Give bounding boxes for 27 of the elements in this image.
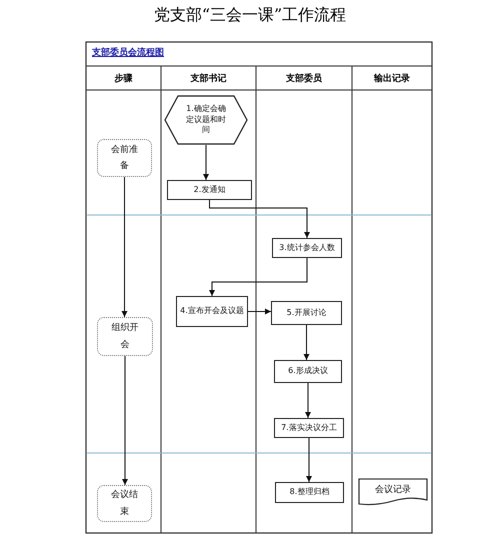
- step-box: 会议结束: [97, 485, 152, 522]
- column-header: 支部委员: [285, 72, 323, 85]
- column-header: 支部书记: [190, 72, 228, 85]
- column-header: 输出记录: [372, 72, 411, 85]
- arrow: [203, 144, 209, 180]
- column-header: 步骤: [114, 72, 134, 85]
- arrow: [306, 438, 312, 482]
- arrow: [305, 382, 311, 418]
- hexagon-node: 1.确定会确定议题和时间: [164, 95, 248, 145]
- arrow: [122, 176, 128, 318]
- table-heading: 支部委员会流程图: [92, 46, 165, 59]
- arrow: [248, 308, 272, 314]
- process-box: 7.落实决议分工: [274, 418, 344, 438]
- process-box: 2.发通知: [167, 180, 252, 200]
- process-box: 5.开展讨论: [271, 301, 342, 325]
- arrow: [209, 258, 308, 296]
- document-shape: 会议记录: [358, 478, 428, 506]
- process-box: 8.整理归档: [275, 482, 344, 503]
- process-box: 6.形成决议: [274, 360, 342, 383]
- step-box: 组织开会: [97, 317, 153, 356]
- arrow: [304, 324, 310, 360]
- title: 党支部“三会一课”工作流程: [152, 5, 348, 26]
- process-box: 3.统计参会人数: [272, 238, 342, 258]
- step-box: 会前准备: [97, 139, 152, 177]
- arrow: [209, 200, 310, 238]
- arrow: [122, 356, 128, 486]
- process-box: 4.宣布开会及议题: [176, 296, 248, 327]
